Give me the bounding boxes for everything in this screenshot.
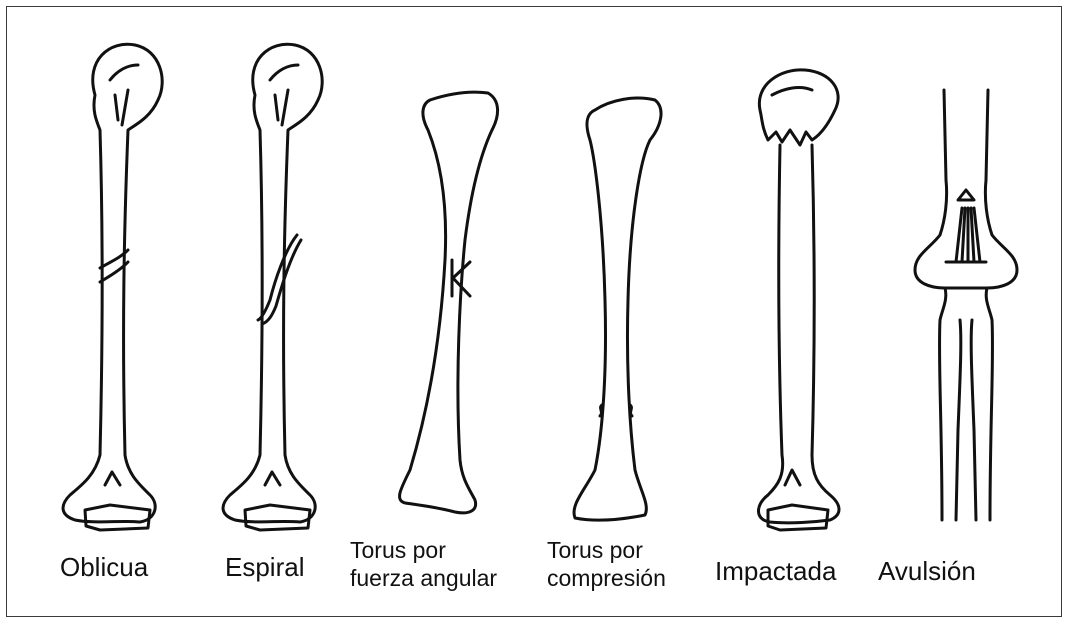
label-torus-compresion: Torus por compresión: [547, 536, 666, 592]
bone-torus-angular: [400, 92, 498, 513]
bone-impactada: [758, 70, 839, 530]
label-oblicua: Oblicua: [60, 552, 148, 582]
label-avulsion: Avulsión: [878, 556, 976, 586]
label-torus-compresion-line2: compresión: [547, 564, 666, 592]
label-torus-angular-line1: Torus por: [350, 536, 497, 564]
label-torus-compresion-line1: Torus por: [547, 536, 666, 564]
bone-avulsion: [915, 90, 1017, 520]
label-torus-angular-line2: fuerza angular: [350, 564, 497, 592]
bone-torus-compresion: [574, 98, 661, 520]
bone-espiral: [223, 44, 322, 530]
label-torus-angular: Torus por fuerza angular: [350, 536, 497, 592]
bone-oblicua: [63, 44, 162, 530]
label-espiral: Espiral: [225, 552, 304, 582]
label-impactada: Impactada: [715, 556, 836, 586]
